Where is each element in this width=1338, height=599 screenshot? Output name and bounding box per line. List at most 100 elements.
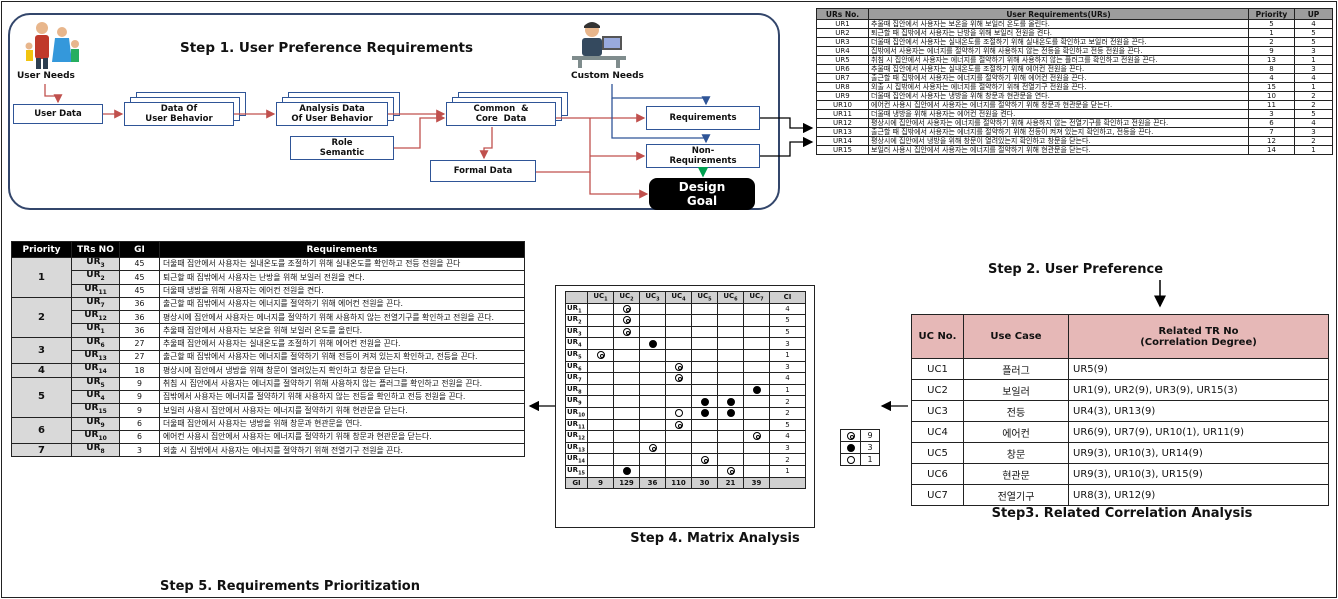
requirement-text-cell: 추울때 집안에서 사용자는 실내온도를 조절하기 위해 에어컨 전원을 끈다. xyxy=(159,336,525,352)
matrix-uc-header: UC6 xyxy=(717,291,744,304)
matrix-cell xyxy=(613,372,640,385)
matrix-ur-label: UR6 xyxy=(565,360,588,374)
matrix-cell xyxy=(587,360,614,374)
tr-no-cell: UR8 xyxy=(71,443,120,458)
ur-id-cell: UR14 xyxy=(816,136,869,146)
ur-text-cell: 추울때 집안에서 사용자는 보온을 위해 보일러 온도를 올린다. xyxy=(868,19,1249,29)
matrix-cell xyxy=(613,406,640,420)
use-case-table: UC No. Use Case Related TR No(Correlatio… xyxy=(911,314,1329,506)
tr-no-cell: UR1 xyxy=(71,323,120,338)
matrix-cell xyxy=(717,348,744,362)
ur-sub: 15 xyxy=(578,470,586,477)
tr-sub: 11 xyxy=(98,288,107,296)
matrix-cell xyxy=(639,418,666,432)
matrix-cell xyxy=(665,395,692,408)
matrix-cell xyxy=(613,337,640,350)
matrix-gi-cell: 30 xyxy=(691,476,718,490)
ur-up-cell: 3 xyxy=(1294,127,1333,137)
ur-id-cell: UR12 xyxy=(816,118,869,128)
matrix-ur-label: UR15 xyxy=(565,464,588,478)
requirement-text-cell: 평상시에 집안에서 냉방을 위해 창문이 열려있는지 확인하고 창문을 닫는다. xyxy=(159,363,525,378)
uc-related-cell: UR6(9), UR7(9), UR10(1), UR11(9) xyxy=(1068,421,1329,443)
role-semantic-box: Role Semantic xyxy=(290,136,394,160)
matrix-cell xyxy=(639,360,666,374)
tr-sub: 13 xyxy=(98,354,107,362)
analysis-data-box: Analysis Data Of User Behavior xyxy=(276,102,388,126)
ur-id-cell: UR4 xyxy=(816,46,869,56)
matrix-cell xyxy=(717,360,744,374)
ur-text-cell: 추울때 집안에서 사용자는 실내온도를 조절하기 위해 에어컨 전원을 끈다. xyxy=(868,64,1249,74)
ur-sub: 10 xyxy=(578,412,586,419)
gi-cell: 45 xyxy=(119,256,160,272)
strong-correlation-icon xyxy=(622,316,631,325)
matrix-ci-cell: 3 xyxy=(769,360,806,374)
ur-prefix: UR xyxy=(567,408,579,417)
legend-1: 1 xyxy=(860,453,880,466)
uc-sub: 7 xyxy=(760,296,764,303)
matrix-cell xyxy=(639,383,666,397)
strong-correlation-icon xyxy=(648,444,657,453)
ur-prefix: UR xyxy=(567,396,579,405)
matrix-uc-header: UC5 xyxy=(691,291,718,304)
medium-correlation-icon xyxy=(726,409,735,418)
ur-id-cell: UR3 xyxy=(816,37,869,47)
tr-sub: 8 xyxy=(100,447,105,455)
ur-sub: 5 xyxy=(578,354,582,361)
gi-cell: 36 xyxy=(119,323,160,338)
matrix-ci-cell: 5 xyxy=(769,418,806,432)
matrix-gi-cell: 110 xyxy=(665,476,692,490)
ur-priority-cell: 1 xyxy=(1248,28,1295,38)
matrix-ur-label: UR11 xyxy=(565,418,588,432)
pr-header-cell: Requirements xyxy=(159,241,525,258)
matrix-ur-label: UR9 xyxy=(565,395,588,408)
ur-prefix: UR xyxy=(567,454,579,463)
matrix-cell xyxy=(717,383,744,397)
ur-priority-cell: 12 xyxy=(1248,136,1295,146)
matrix-cell xyxy=(717,302,744,316)
matrix-cell xyxy=(639,441,666,455)
tr-sub: 12 xyxy=(98,314,107,322)
uc-label: UC xyxy=(697,292,709,301)
matrix-cell xyxy=(587,418,614,432)
matrix-cell xyxy=(691,418,718,432)
ur-up-cell: 2 xyxy=(1294,91,1333,101)
pr-header-cell: Priority xyxy=(11,241,72,258)
tr-prefix: UR xyxy=(86,390,101,400)
matrix-ci-cell: 1 xyxy=(769,464,806,478)
matrix-ur-label: UR14 xyxy=(565,453,588,466)
matrix-cell xyxy=(587,464,614,478)
requirement-text-cell: 외출 시 집밖에서 사용자는 에너지를 절약하기 위해 전열기구 전원을 끈다. xyxy=(159,443,525,458)
requirement-text-cell: 출근할 때 집밖에서 사용자는 에너지를 절약하기 위해 전등이 켜져 있는지 … xyxy=(159,350,525,365)
uc-id-cell: UC6 xyxy=(911,463,964,485)
ur-text-cell: 더울때 집안에서 사용자는 실내온도를 조절하기 위해 실내온도를 확인하고 보… xyxy=(868,37,1249,47)
matrix-gi-cell: 129 xyxy=(613,476,640,490)
matrix-cell xyxy=(639,314,666,327)
strong-correlation-icon xyxy=(622,328,631,337)
matrix-row: UR15 1 xyxy=(565,464,806,478)
ur-header-cell: UP xyxy=(1294,8,1333,20)
strong-correlation-icon xyxy=(596,351,605,360)
use-case-header: Use Case xyxy=(963,314,1069,359)
uc-related-cell: UR9(3), UR10(3), UR14(9) xyxy=(1068,442,1329,464)
tr-no-cell: UR10 xyxy=(71,429,120,445)
requirement-text-cell: 집밖에서 사용자는 에너지를 절약하기 위해 사용하지 않는 전등을 확인하고 … xyxy=(159,389,525,405)
pr-header-cell: GI xyxy=(119,241,160,258)
uc-name-cell: 플러그 xyxy=(963,358,1069,380)
matrix-cell xyxy=(613,418,640,432)
ur-text-cell: 집밖에서 사용자는 에너지를 절약하기 위해 사용하지 않는 전등을 확인하고 … xyxy=(868,46,1249,56)
matrix-cell xyxy=(587,395,614,408)
matrix-cell xyxy=(665,372,692,385)
matrix-cell xyxy=(717,430,744,443)
tr-no-cell: UR15 xyxy=(71,403,120,418)
